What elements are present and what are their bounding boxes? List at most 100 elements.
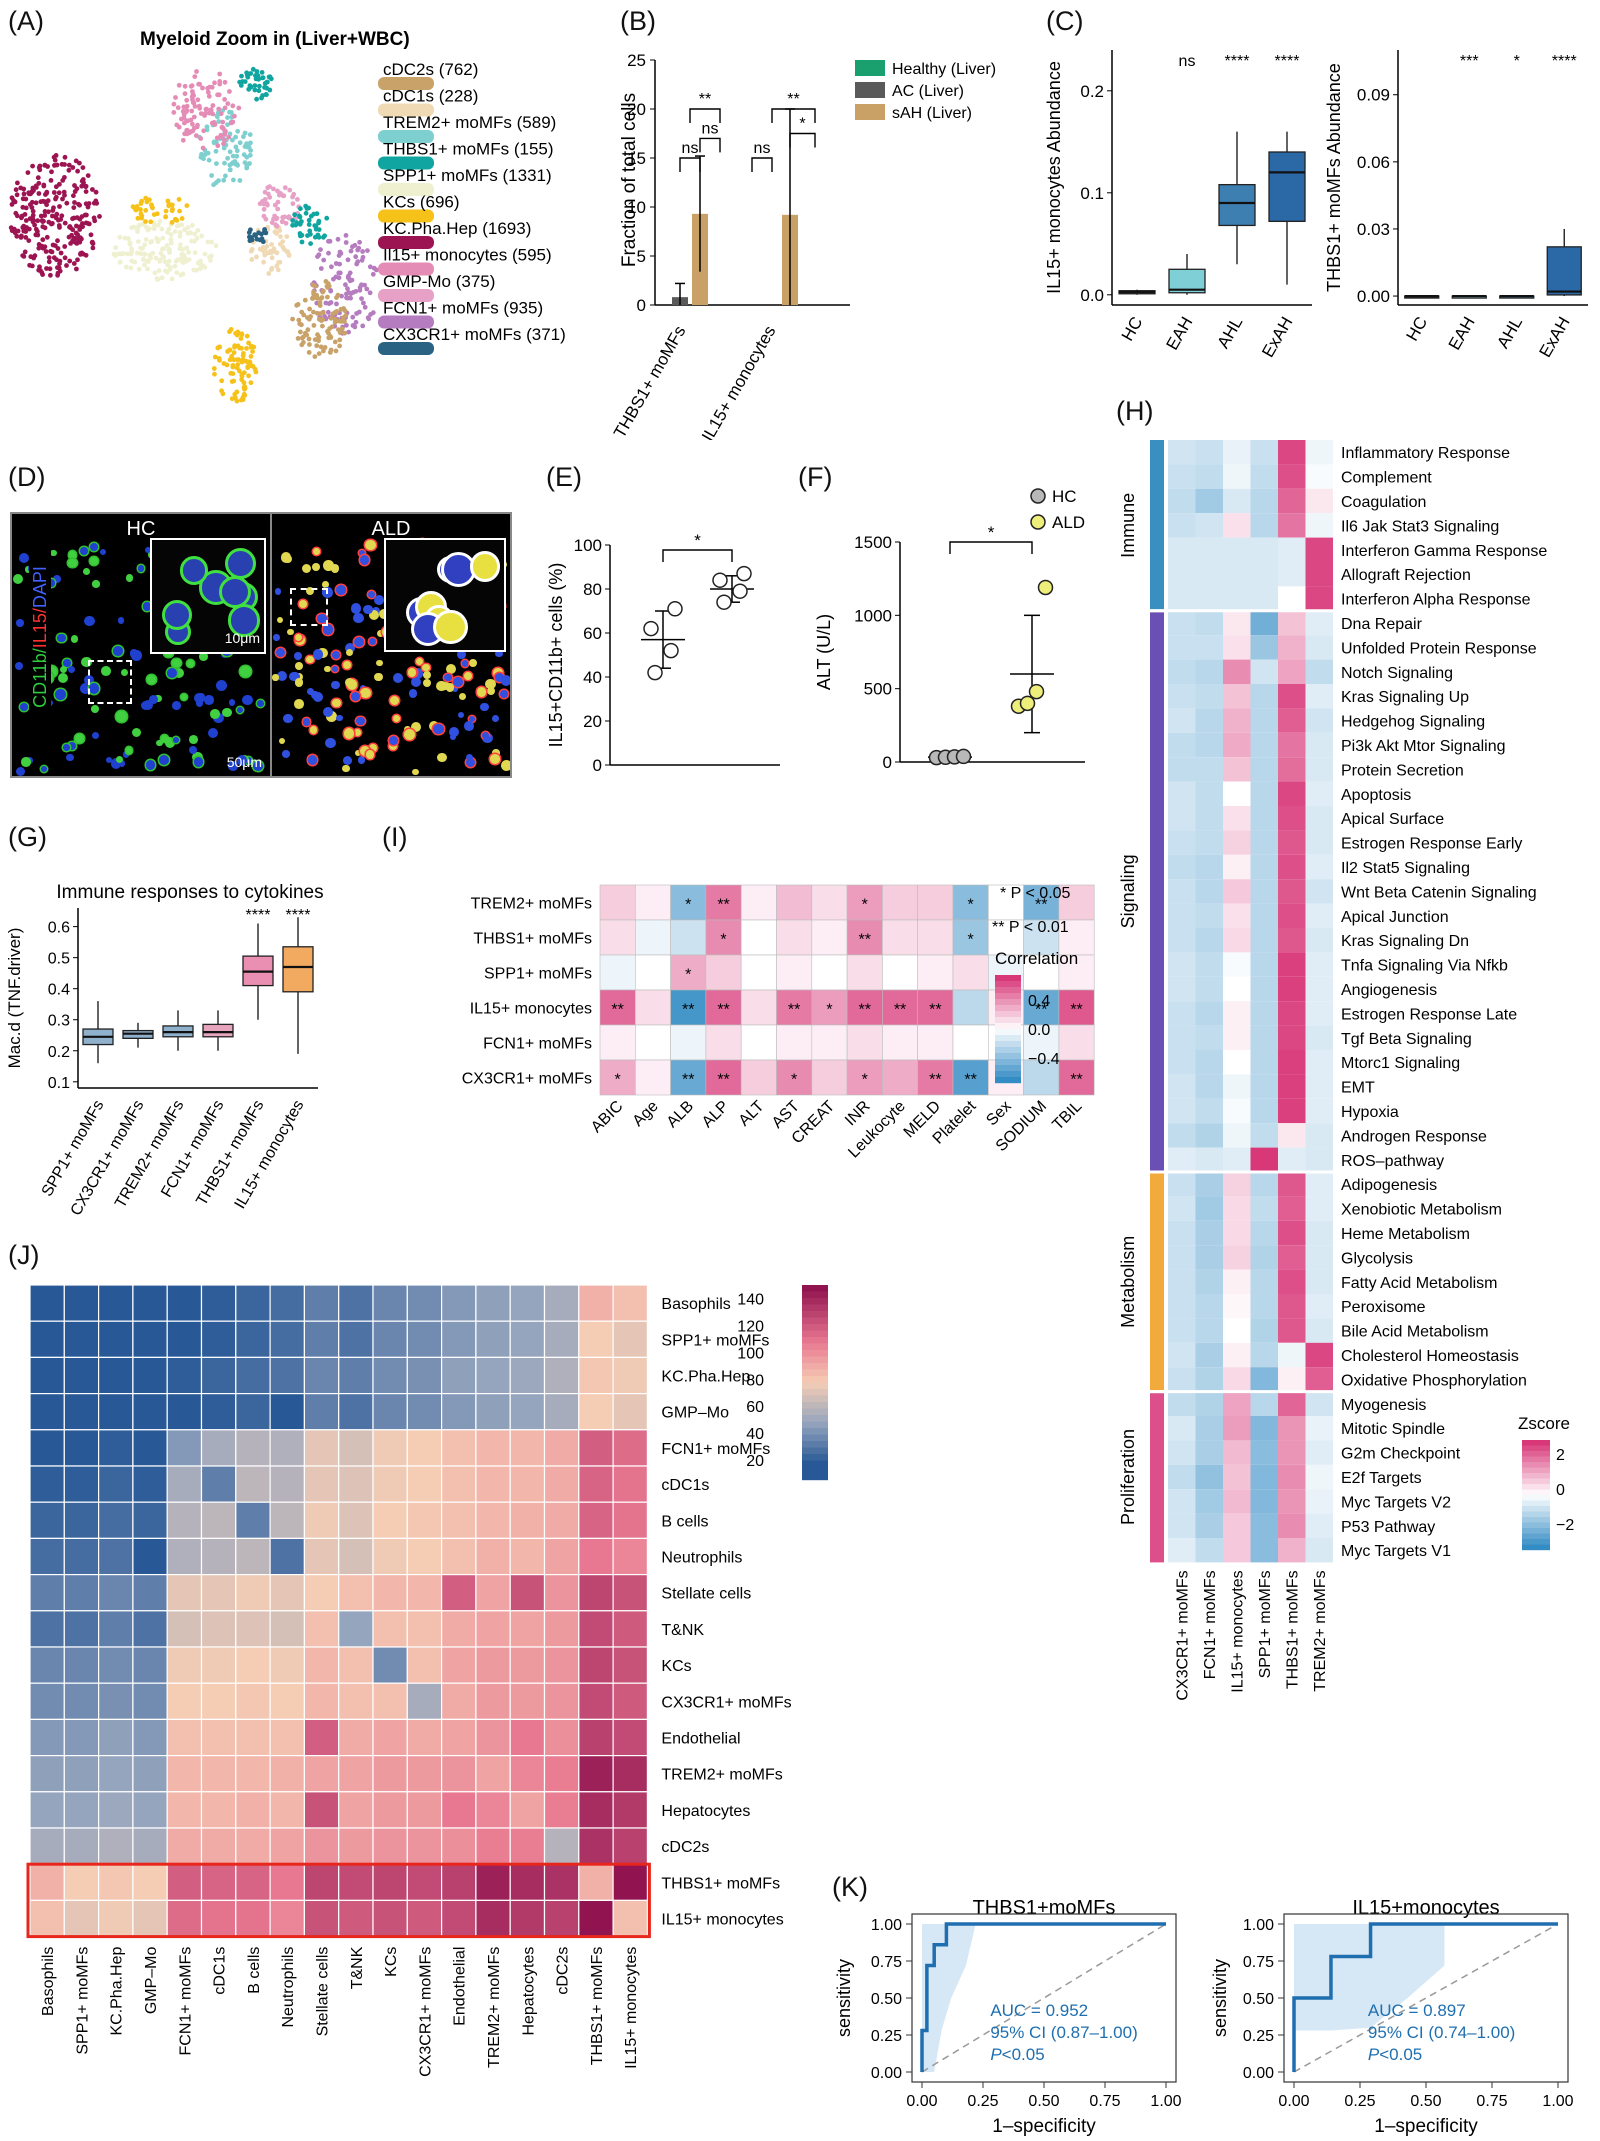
cell-nucleus xyxy=(287,629,294,636)
umap-point xyxy=(290,218,296,223)
umap-point xyxy=(247,152,253,158)
heatmap-cell xyxy=(1168,659,1196,684)
umap-point xyxy=(36,267,42,273)
umap-point xyxy=(224,362,230,368)
heatmap-cell xyxy=(1250,1269,1278,1294)
heatmap-cell xyxy=(1168,1123,1196,1148)
cell-nucleus xyxy=(156,739,163,747)
heatmap-cell xyxy=(63,1574,100,1612)
legend-title: Correlation xyxy=(995,949,1078,968)
cell-nucleus xyxy=(322,706,334,717)
note: ** P < 0.01 xyxy=(992,919,1069,936)
inset-cell xyxy=(470,551,501,582)
legend-swatch xyxy=(855,60,885,76)
umap-point xyxy=(189,222,195,228)
umap-point xyxy=(341,306,346,311)
heatmap-cell xyxy=(1278,830,1306,855)
umap-point xyxy=(200,85,205,91)
heatmap-cell xyxy=(612,1537,648,1576)
heatmap-cell xyxy=(1305,1464,1333,1490)
heatmap-cell xyxy=(132,1827,168,1865)
heatmap-cell xyxy=(441,1755,477,1793)
umap-point xyxy=(176,197,182,202)
cell-nucleus xyxy=(465,758,475,768)
col-label: GMP–Mo xyxy=(143,1947,160,2015)
heatmap-cell xyxy=(132,1791,168,1829)
legend-gradient-step xyxy=(995,999,1021,1006)
umap-point xyxy=(164,243,170,248)
umap-point xyxy=(316,351,322,356)
heatmap-cell xyxy=(406,1465,443,1503)
row-label: Myogenesis xyxy=(1341,1397,1426,1414)
sig-bracket xyxy=(771,108,816,123)
cell-nucleus xyxy=(283,554,293,564)
cell-star: ** xyxy=(788,1002,800,1019)
heatmap-cell xyxy=(917,884,954,921)
umap-point xyxy=(127,241,133,247)
cell-nucleus xyxy=(294,652,302,661)
umap-point xyxy=(295,336,301,341)
umap-point xyxy=(194,69,199,74)
heatmap-cell xyxy=(441,1356,477,1395)
umap-point xyxy=(362,304,368,310)
cell-nucleus xyxy=(55,689,66,700)
heatmap-cell xyxy=(1195,781,1223,806)
heatmap-cell xyxy=(97,1610,134,1648)
row-label: cDC1s xyxy=(661,1477,709,1494)
heatmap-cell xyxy=(1168,1489,1196,1514)
heatmap-cell xyxy=(200,1682,237,1721)
umap-point xyxy=(353,289,359,294)
cell-star: ** xyxy=(1035,1002,1047,1019)
heatmap-cell xyxy=(1278,586,1306,611)
umap-point xyxy=(267,74,273,80)
umap-point xyxy=(142,242,148,248)
cell-nucleus xyxy=(172,700,182,710)
umap-point xyxy=(250,66,256,72)
cell-nucleus xyxy=(154,694,162,702)
umap-point xyxy=(174,223,180,229)
heatmap-cell xyxy=(1278,1220,1306,1246)
heatmap-cell xyxy=(1250,1025,1278,1050)
legend-swatch xyxy=(378,262,434,276)
umap-point xyxy=(199,233,205,239)
heatmap-cell xyxy=(29,1827,65,1865)
heatmap-cell xyxy=(1168,928,1196,953)
x-tick-label: ExAH xyxy=(1258,314,1296,361)
umap-point xyxy=(328,315,334,321)
heatmap-cell xyxy=(235,1356,271,1395)
legend-gradient-step xyxy=(1522,1506,1550,1512)
stain-dapi: DAPI xyxy=(30,566,50,609)
legend-tick: 0.4 xyxy=(1028,993,1050,1010)
heatmap-cell xyxy=(166,1320,203,1359)
heatmap-cell xyxy=(441,1465,477,1503)
cell-nucleus xyxy=(117,617,125,624)
umap-point xyxy=(374,267,379,273)
heatmap-cell xyxy=(1278,562,1306,587)
heatmap-cell xyxy=(1250,440,1278,465)
heatmap-cell xyxy=(1278,1391,1306,1416)
heatmap-cell xyxy=(1278,464,1306,489)
cell-nucleus xyxy=(120,668,129,677)
cell-nucleus xyxy=(125,574,134,582)
umap-point xyxy=(135,206,141,212)
umap-point xyxy=(18,185,24,191)
heatmap-cell xyxy=(543,1863,580,1902)
umap-point xyxy=(33,226,39,232)
col-label: CX3CR1+ moMFs xyxy=(1175,1570,1192,1700)
umap-point xyxy=(230,119,236,125)
heatmap-cell xyxy=(29,1429,65,1467)
legend-gradient-step xyxy=(802,1421,828,1429)
heatmap-cell xyxy=(166,1574,203,1612)
cell-nucleus xyxy=(283,713,293,724)
heatmap-cell xyxy=(406,1574,443,1612)
heatmap-cell xyxy=(1250,1220,1278,1246)
heatmap-cell xyxy=(338,1284,374,1322)
umap-point xyxy=(189,238,195,244)
legend-tick: 0 xyxy=(1556,1482,1565,1499)
umap-point xyxy=(356,309,362,315)
heatmap-cell xyxy=(372,1392,408,1431)
umap-point xyxy=(305,327,311,333)
heatmap-cell xyxy=(1305,1220,1333,1246)
cell-nucleus xyxy=(490,753,501,764)
heatmap-cell xyxy=(612,1646,648,1684)
